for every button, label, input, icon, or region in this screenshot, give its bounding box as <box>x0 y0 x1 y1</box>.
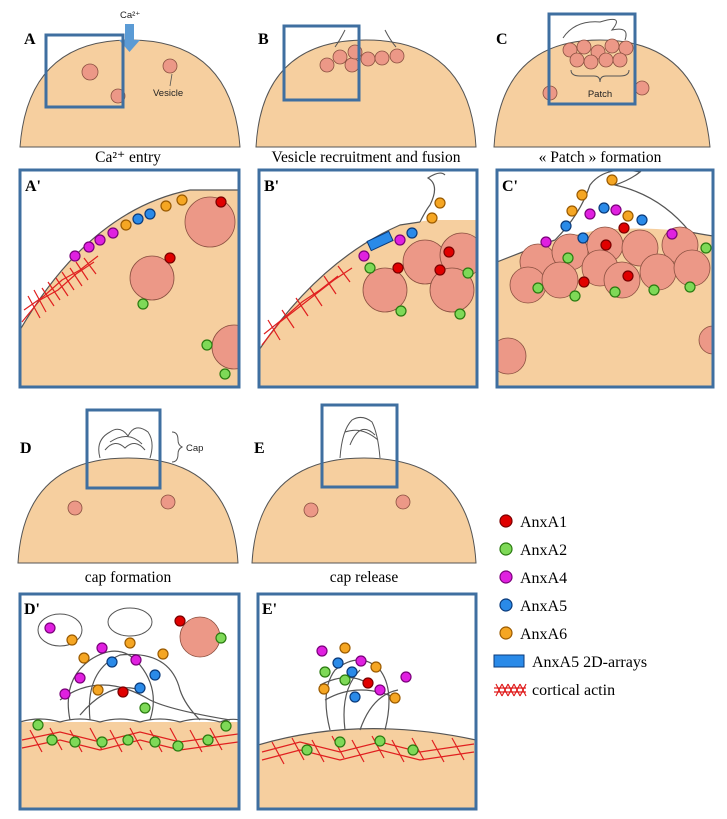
cytoplasm <box>258 728 476 809</box>
released-cap <box>339 416 381 459</box>
cortical-actin <box>21 255 99 323</box>
zoom-frame-c <box>547 12 637 106</box>
panel-label-a: A <box>24 31 36 48</box>
panel-c-prime <box>497 170 713 387</box>
cortical-actin <box>261 265 353 346</box>
ca-label: Ca²⁺ <box>120 10 140 21</box>
legend-item-anxa1: AnxA1 <box>499 514 567 531</box>
anxa6-swatch <box>499 626 513 640</box>
patch-label: Patch <box>588 89 612 100</box>
panel-d-prime <box>20 607 239 809</box>
panel-c: Patch C « Patch » formation <box>493 12 711 166</box>
cap-membrane <box>59 650 231 721</box>
zoom-frame-a <box>44 33 125 109</box>
vesicle <box>211 324 239 370</box>
vesicle <box>81 63 99 81</box>
vesicle <box>129 255 175 301</box>
vesicle <box>179 616 221 658</box>
panel-label-b-prime: B' <box>264 178 279 195</box>
panel-label-d-prime: D' <box>24 601 40 618</box>
vesicle <box>67 500 83 516</box>
vesicle <box>184 196 236 248</box>
anxa5-array-swatch <box>493 654 525 668</box>
panel-label-d: D <box>20 440 32 457</box>
cell-cytoplasm <box>17 457 239 564</box>
legend-item-anxa2: AnxA2 <box>499 542 567 559</box>
annexin-proteins <box>532 174 712 302</box>
cell-cytoplasm <box>255 39 477 148</box>
caption-c: « Patch » formation <box>539 149 662 166</box>
anxa1-swatch <box>499 514 513 528</box>
panel-e: E cap release <box>251 403 477 586</box>
caption-d: cap formation <box>85 569 172 586</box>
caption-e: cap release <box>330 569 399 586</box>
frame-b-prime <box>257 168 479 389</box>
ca-arrow-shaft <box>125 24 134 42</box>
cell-cytoplasm <box>19 39 241 148</box>
annexin-proteins <box>301 642 419 756</box>
caption-a: Ca²⁺ entry <box>95 149 161 166</box>
cytoplasm <box>20 190 239 387</box>
membrane <box>20 718 239 723</box>
legend-label: AnxA2 <box>520 542 567 559</box>
zoom-frame-b <box>282 24 361 102</box>
annexin-proteins <box>32 615 232 752</box>
panel-label-c-prime: C' <box>502 178 518 195</box>
vesicle <box>395 494 411 510</box>
frame-a-prime <box>18 168 241 389</box>
cap-membrane <box>98 427 153 459</box>
panel-label-e-prime: E' <box>262 601 277 618</box>
caption-b: Vesicle recruitment and fusion <box>272 149 461 166</box>
annexin-proteins <box>358 197 474 320</box>
legend-label: AnxA5 2D-arrays <box>532 654 647 671</box>
cap-label: Cap <box>186 443 203 454</box>
vesicle <box>162 58 178 74</box>
actin-swatch <box>494 683 527 697</box>
legend-label: AnxA6 <box>520 626 567 643</box>
zoom-frame-e <box>320 403 399 489</box>
anxa2-swatch <box>499 542 513 556</box>
anxa4-swatch <box>499 570 513 584</box>
legend-item-anxa6: AnxA6 <box>499 626 567 643</box>
panel-e-prime <box>258 642 476 809</box>
anxa5-swatch <box>499 598 513 612</box>
legend-item-cortical-actin: cortical actin <box>494 682 615 699</box>
frame-e-prime <box>256 592 478 811</box>
legend-label: AnxA5 <box>520 598 567 615</box>
anxa5-2d-array <box>366 230 394 252</box>
panel-label-a-prime: A' <box>25 178 41 195</box>
annexin-proteins <box>69 194 231 380</box>
panel-label-b: B <box>258 31 269 48</box>
legend-item-anxa5-2d-arrays: AnxA5 2D-arrays <box>493 654 647 671</box>
membrane-patch <box>562 18 627 41</box>
vesicle <box>160 494 176 510</box>
panel-a-prime <box>20 189 239 387</box>
panel-b-prime <box>259 172 477 387</box>
panel-a: Vesicle Ca²⁺ A Ca²⁺ entry <box>19 10 241 166</box>
panel-label-e: E <box>254 440 265 457</box>
vesicle-cluster <box>319 44 405 73</box>
vesicle <box>303 502 319 518</box>
legend: AnxA1 AnxA2 AnxA4 AnxA5 AnxA6 AnxA5 2D-a… <box>493 514 647 699</box>
legend-label: AnxA4 <box>520 570 567 587</box>
vesicle <box>362 267 408 313</box>
legend-item-anxa4: AnxA4 <box>499 570 567 587</box>
legend-label: AnxA1 <box>520 514 567 531</box>
membrane <box>258 728 476 746</box>
panel-label-c: C <box>496 31 508 48</box>
panel-d: Cap D cap formation <box>17 408 239 586</box>
cell-cytoplasm <box>251 457 477 564</box>
frame-d-prime <box>18 592 241 811</box>
zoom-frame-d <box>85 408 162 490</box>
legend-item-anxa5: AnxA5 <box>499 598 567 615</box>
vesicle <box>429 267 475 313</box>
frame-c-prime <box>495 168 715 389</box>
vesicle-label: Vesicle <box>153 88 183 99</box>
panel-b: B Vesicle recruitment and fusion <box>255 24 477 166</box>
legend-label: cortical actin <box>532 682 615 699</box>
